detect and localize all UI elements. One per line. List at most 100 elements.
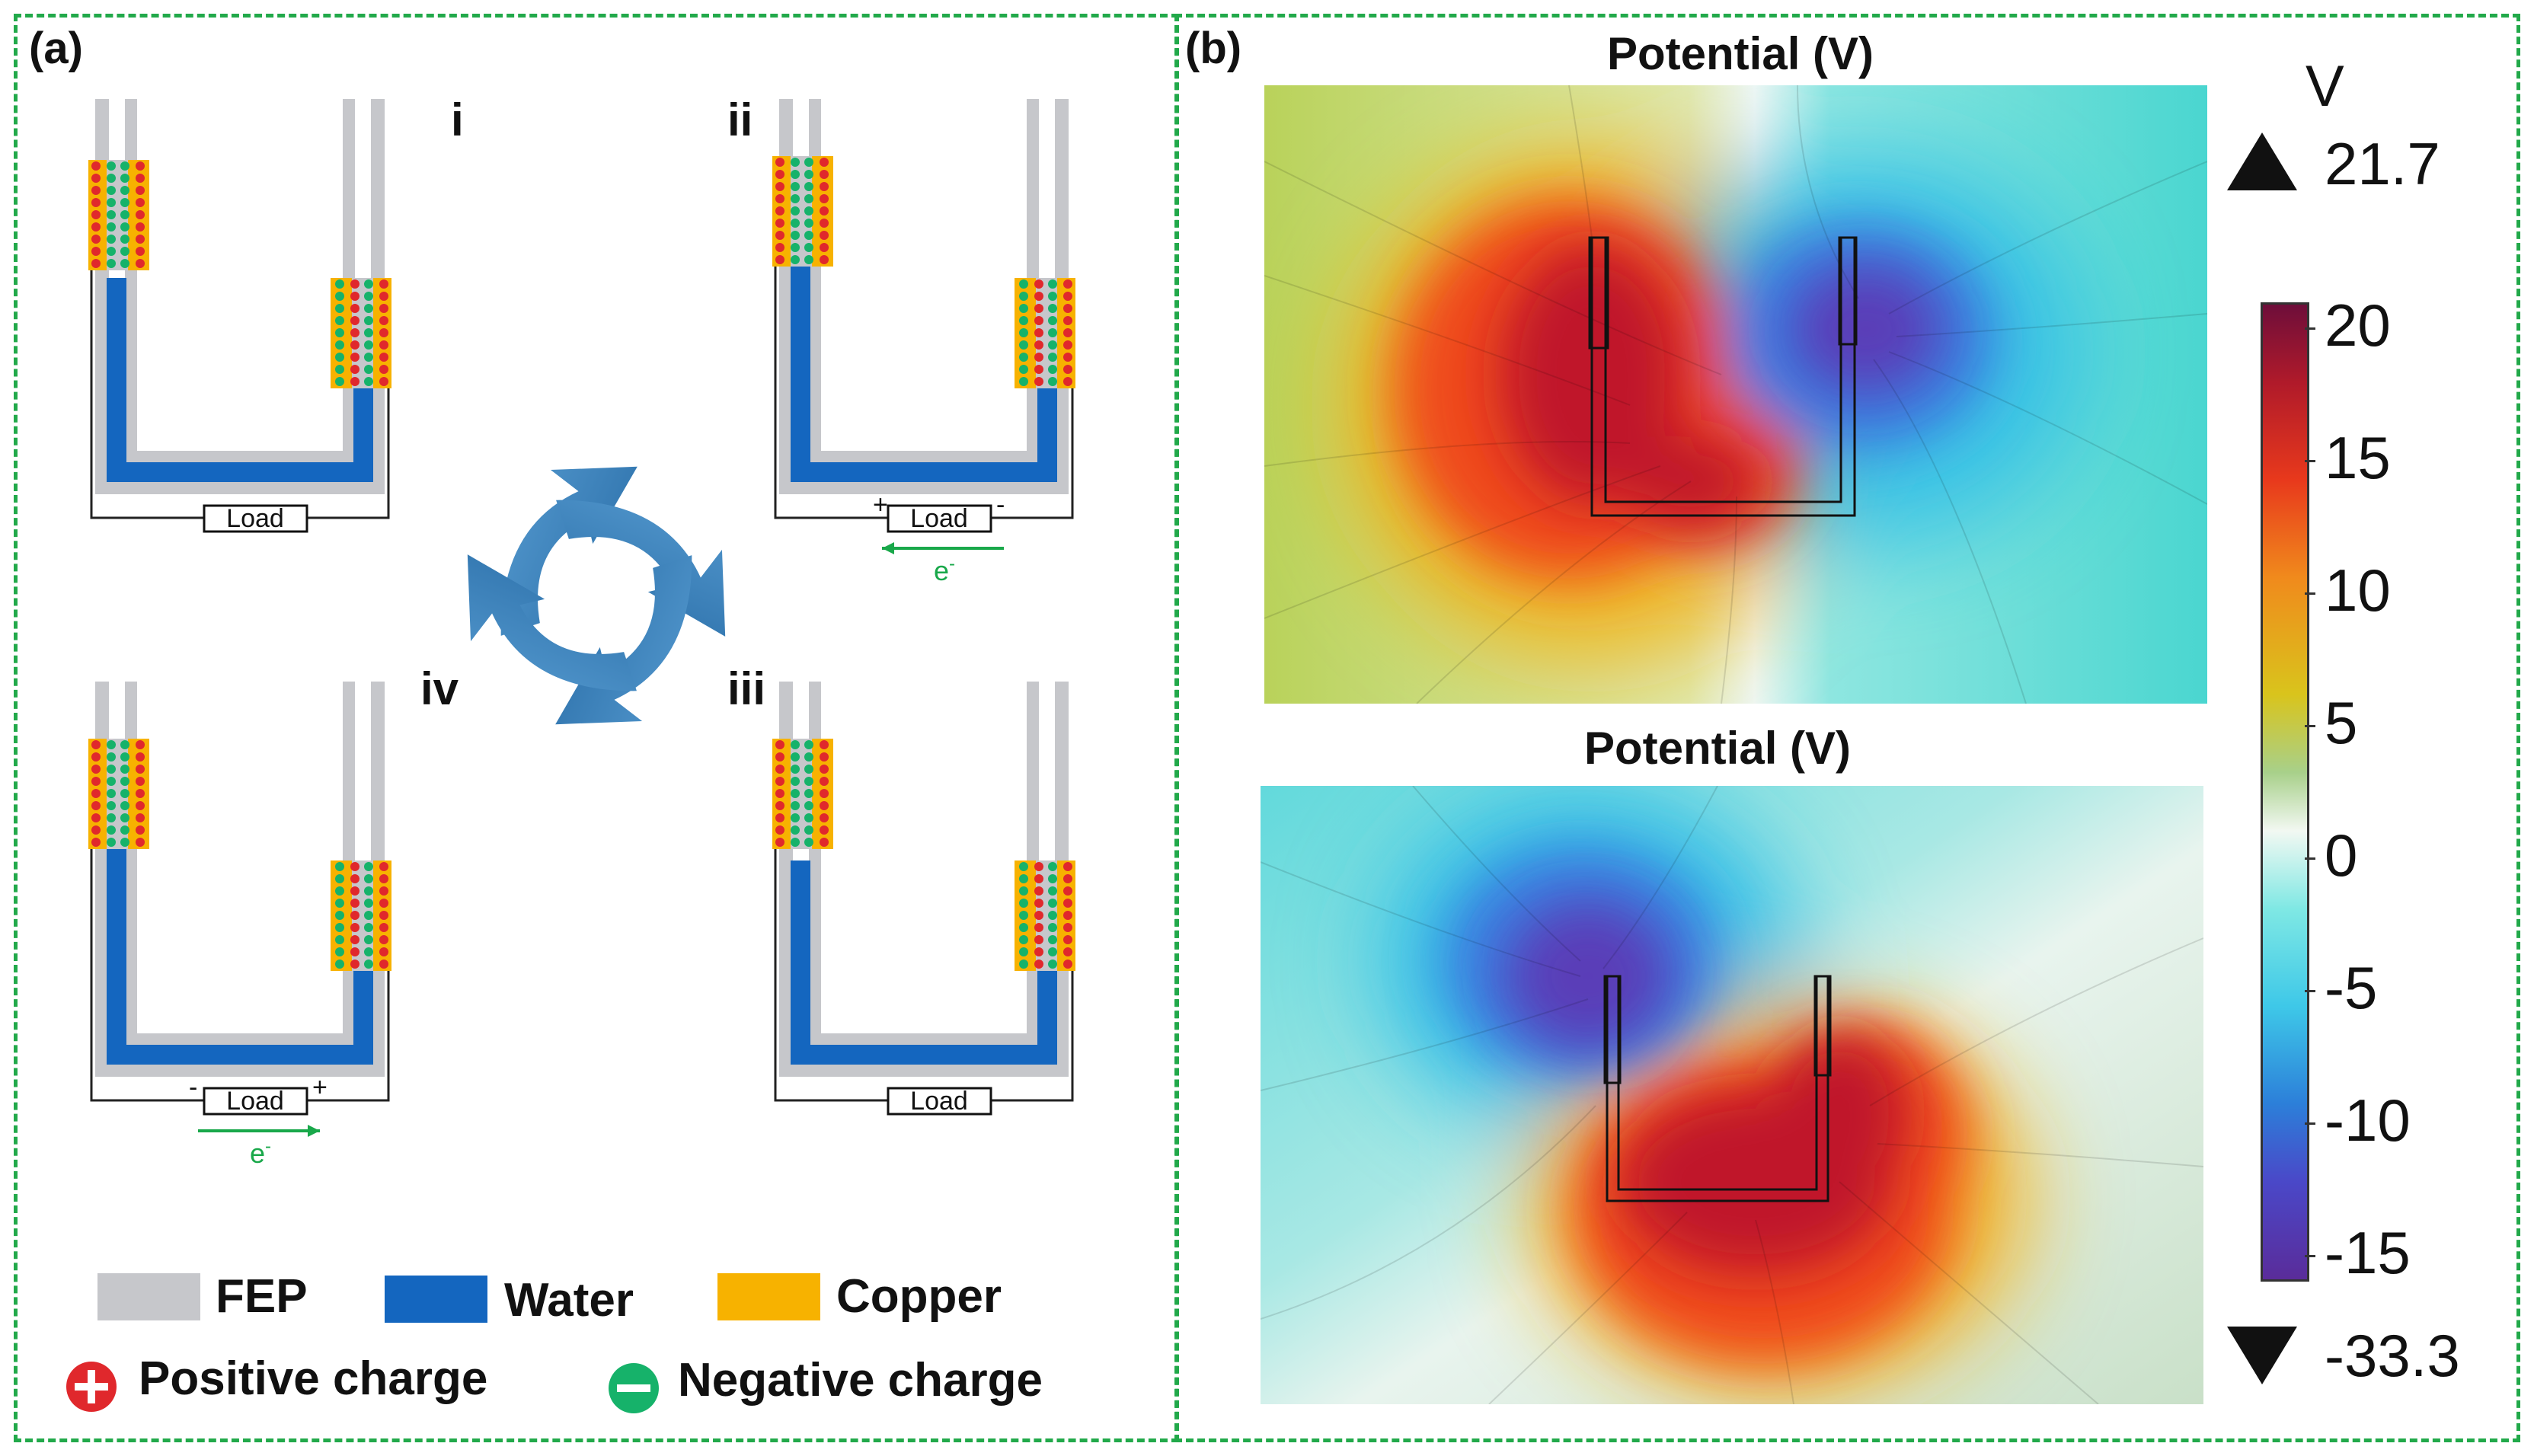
negative-charge (791, 765, 800, 774)
negative-charge (791, 740, 800, 749)
negative-charge (107, 825, 116, 835)
colorbar-tick-label: 20 (2325, 292, 2391, 359)
water-column (791, 861, 1057, 1065)
negative-charge (364, 365, 373, 374)
positive-charge (775, 194, 784, 203)
water-column (791, 259, 1057, 482)
positive-charge (775, 170, 784, 179)
positive-charge (1034, 279, 1043, 289)
colorbar-tick-mark (2305, 592, 2315, 595)
negative-charge (107, 777, 116, 786)
negative-charge (1048, 340, 1057, 350)
negative-charge (804, 170, 813, 179)
positive-charge (775, 777, 784, 786)
negative-charge (804, 206, 813, 216)
negative-charge (120, 161, 129, 171)
positive-charge (1034, 316, 1043, 325)
positive-charge (379, 365, 388, 374)
positive-charge (379, 279, 388, 289)
positive-charge (820, 838, 829, 847)
positive-charge (1063, 340, 1072, 350)
positive-charge (136, 174, 145, 183)
negative-charge (364, 279, 373, 289)
legend-fep-swatch (97, 1273, 200, 1320)
negative-charge (335, 340, 344, 350)
electron-label: e- (250, 1136, 271, 1169)
positive-charge (1034, 292, 1043, 301)
positive-charge (379, 862, 388, 871)
negative-charge (107, 740, 116, 749)
panel-b-frame (1174, 14, 2520, 1442)
positive-charge (820, 813, 829, 822)
positive-charge (379, 316, 388, 325)
negative-charge (791, 777, 800, 786)
negative-charge (791, 231, 800, 240)
negative-charge (107, 752, 116, 762)
positive-charge (1034, 328, 1043, 337)
colorbar-tick-mark (2305, 1255, 2315, 1257)
positive-charge (1063, 353, 1072, 362)
negative-charge (107, 198, 116, 207)
positive-charge (136, 777, 145, 786)
positive-charge (379, 304, 388, 313)
negative-charge (107, 801, 116, 810)
negative-charge (107, 247, 116, 256)
positive-charge (820, 777, 829, 786)
negative-charge (1048, 947, 1057, 956)
negative-charge (364, 874, 373, 883)
negative-charge (1048, 959, 1057, 969)
positive-charge (1063, 377, 1072, 386)
positive-charge (1034, 304, 1043, 313)
negative-charge (1019, 899, 1028, 908)
positive-charge-icon (66, 1362, 117, 1412)
positive-charge (1034, 923, 1043, 932)
negative-charge (107, 838, 116, 847)
stage-label-i: i (451, 94, 464, 145)
negative-charge (364, 886, 373, 896)
negative-charge (804, 255, 813, 264)
negative-charge (364, 911, 373, 920)
positive-charge (91, 174, 101, 183)
positive-charge (136, 186, 145, 195)
positive-charge (91, 186, 101, 195)
panel-b-label: (b) (1185, 24, 1242, 73)
positive-charge (1034, 947, 1043, 956)
top-field-lines (1264, 85, 2207, 704)
positive-charge (350, 353, 359, 362)
positive-charge (136, 247, 145, 256)
negative-charge (120, 813, 129, 822)
negative-charge (107, 210, 116, 219)
negative-charge (791, 170, 800, 179)
positive-charge (91, 813, 101, 822)
positive-charge (350, 923, 359, 932)
positive-charge (350, 304, 359, 313)
negative-charge (335, 353, 344, 362)
negative-charge (120, 752, 129, 762)
positive-charge (1034, 862, 1043, 871)
negative-charge (120, 801, 129, 810)
positive-charge (379, 935, 388, 944)
negative-charge (335, 923, 344, 932)
positive-charge (775, 231, 784, 240)
negative-charge (120, 777, 129, 786)
positive-charge (91, 259, 101, 268)
negative-charge (335, 874, 344, 883)
legend-copper-swatch (717, 1273, 820, 1320)
positive-charge (379, 874, 388, 883)
positive-charge (775, 255, 784, 264)
positive-charge (1063, 874, 1072, 883)
negative-charge (335, 377, 344, 386)
positive-charge (136, 740, 145, 749)
negative-charge (364, 899, 373, 908)
negative-charge (804, 182, 813, 191)
negative-charge (791, 182, 800, 191)
legend-positive-label: Positive charge (139, 1352, 488, 1405)
load-box (203, 1087, 308, 1116)
positive-charge (350, 874, 359, 883)
positive-charge (1034, 959, 1043, 969)
polarity-right: - (996, 490, 1005, 519)
cycle-arrow-left (467, 554, 637, 691)
negative-charge (804, 194, 813, 203)
negative-charge (791, 752, 800, 762)
negative-charge (791, 825, 800, 835)
